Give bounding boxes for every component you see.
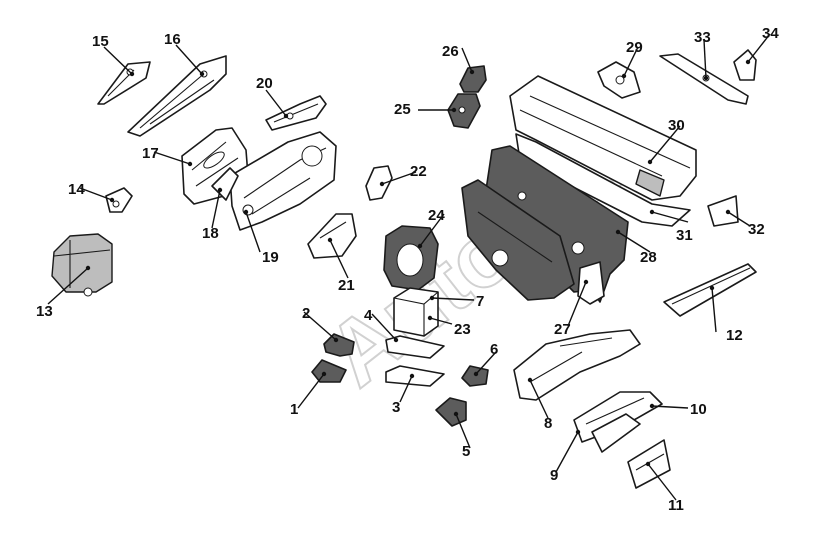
part-32[interactable] [707,195,739,227]
part-34[interactable] [733,49,757,81]
callout-labels: 15 16 20 17 18 19 14 13 21 22 26 25 29 3… [36,25,779,514]
label-24: 24 [428,207,445,224]
part-24[interactable] [383,225,439,291]
label-28: 28 [640,249,657,266]
part-6[interactable] [461,365,489,387]
part-25[interactable] [447,93,481,129]
label-5: 5 [462,443,470,460]
part-5[interactable] [435,397,467,427]
label-9: 9 [550,467,558,484]
part-4[interactable] [385,335,445,359]
label-19: 19 [262,249,279,266]
label-29: 29 [626,39,643,56]
label-25: 25 [394,101,411,118]
label-20: 20 [256,75,273,92]
label-13: 13 [36,303,53,320]
part-7[interactable] [461,179,575,301]
part-20[interactable] [265,95,327,131]
part-2[interactable] [323,333,355,357]
label-33: 33 [694,29,711,46]
part-30[interactable] [509,75,697,201]
label-2: 2 [302,305,310,322]
part-13[interactable] [51,233,113,297]
label-21: 21 [338,277,355,294]
label-23: 23 [454,321,471,338]
part-12[interactable] [663,263,757,317]
part-18[interactable] [211,167,239,201]
leader-dots [85,59,751,467]
label-6: 6 [490,341,498,358]
part-3[interactable] [385,365,445,387]
label-14: 14 [68,181,85,198]
label-17: 17 [142,145,159,162]
label-1: 1 [290,401,298,418]
part-15[interactable] [97,61,151,105]
part-22[interactable] [365,165,393,201]
label-15: 15 [92,33,109,50]
label-26: 26 [442,43,459,60]
label-12: 12 [726,327,743,344]
label-4: 4 [364,307,373,324]
part-23[interactable] [393,287,439,337]
label-3: 3 [392,399,400,416]
part-9[interactable] [591,413,641,453]
label-18: 18 [202,225,219,242]
part-14[interactable] [105,187,133,213]
label-8: 8 [544,415,552,432]
part-27[interactable] [577,261,605,305]
label-22: 22 [410,163,427,180]
part-26[interactable] [459,65,487,93]
label-11: 11 [668,497,684,514]
part-29[interactable] [597,61,641,99]
part-21[interactable] [307,213,357,259]
label-27: 27 [554,321,571,338]
label-30: 30 [668,117,685,134]
part-8[interactable] [513,329,641,401]
label-16: 16 [164,31,181,48]
label-7: 7 [476,293,484,310]
label-34: 34 [762,25,779,42]
leader-lines [47,33,771,501]
part-19[interactable] [229,131,337,231]
label-10: 10 [690,401,707,418]
label-31: 31 [676,227,693,244]
label-32: 32 [748,221,765,238]
